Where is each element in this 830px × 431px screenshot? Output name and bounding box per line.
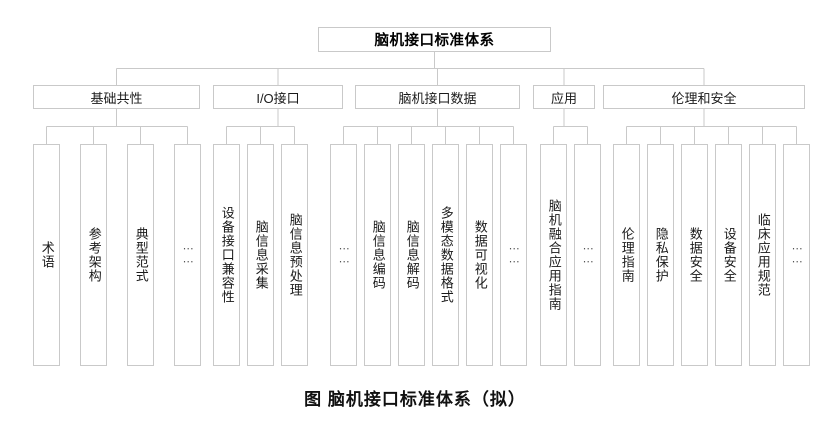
leaf-node-4-3-label: 设备安全	[721, 227, 737, 283]
leaf-node-1-0[interactable]: 设备接口兼容性	[213, 144, 240, 366]
leaf-node-0-2-label: 典型范式	[133, 227, 149, 283]
leaf-node-4-3[interactable]: 设备安全	[715, 144, 742, 366]
root-node[interactable]: 脑机接口标准体系	[318, 27, 551, 52]
leaf-node-2-3-label: 多模态数据格式	[438, 206, 454, 304]
leaf-node-0-1-label: 参考架构	[86, 227, 102, 283]
leaf-node-4-1[interactable]: 隐私保护	[647, 144, 674, 366]
leaf-node-3-0-label: 脑机融合应用指南	[546, 199, 562, 311]
leaf-node-1-1[interactable]: 脑信息采集	[247, 144, 274, 366]
leaf-node-4-1-label: 隐私保护	[653, 227, 669, 283]
leaf-node-4-2-label: 数据安全	[687, 227, 703, 283]
leaf-node-1-2[interactable]: 脑信息预处理	[281, 144, 308, 366]
branch-node-3[interactable]: 应用	[533, 85, 595, 109]
branch-node-1[interactable]: I/O接口	[213, 85, 343, 109]
branch-node-4-label: 伦理和安全	[671, 90, 737, 106]
leaf-node-2-3[interactable]: 多模态数据格式	[432, 144, 459, 366]
leaf-node-0-1[interactable]: 参考架构	[80, 144, 107, 366]
branch-node-4[interactable]: 伦理和安全	[603, 85, 805, 109]
leaf-node-4-5[interactable]: ⋯⋯	[783, 144, 810, 366]
branch-node-1-label: I/O接口	[256, 90, 300, 106]
leaf-node-0-2[interactable]: 典型范式	[127, 144, 154, 366]
leaf-node-3-1-label: ⋯⋯	[581, 242, 594, 268]
branch-node-3-label: 应用	[550, 90, 577, 106]
root-node-label: 脑机接口标准体系	[374, 33, 495, 49]
leaf-node-4-4[interactable]: 临床应用规范	[749, 144, 776, 366]
leaf-node-0-0-label: 术语	[39, 241, 55, 269]
leaf-node-2-0-label: ⋯⋯	[337, 242, 350, 268]
leaf-node-4-0-label: 伦理指南	[619, 227, 635, 283]
leaf-node-3-0[interactable]: 脑机融合应用指南	[540, 144, 567, 366]
leaf-node-2-5[interactable]: ⋯⋯	[500, 144, 527, 366]
leaf-node-1-0-label: 设备接口兼容性	[219, 206, 235, 304]
leaf-node-4-4-label: 临床应用规范	[755, 213, 771, 297]
leaf-node-0-3-label: ⋯⋯	[181, 242, 194, 268]
leaf-node-3-1[interactable]: ⋯⋯	[574, 144, 601, 366]
leaf-node-4-5-label: ⋯⋯	[790, 242, 803, 268]
leaf-node-4-0[interactable]: 伦理指南	[613, 144, 640, 366]
leaf-node-0-3[interactable]: ⋯⋯	[174, 144, 201, 366]
leaf-node-2-4-label: 数据可视化	[472, 220, 488, 290]
leaf-node-1-1-label: 脑信息采集	[253, 220, 269, 290]
branch-node-2[interactable]: 脑机接口数据	[355, 85, 520, 109]
figure-caption: 图 脑机接口标准体系（拟）	[304, 390, 526, 409]
branch-node-0-label: 基础共性	[90, 90, 143, 106]
leaf-node-2-5-label: ⋯⋯	[507, 242, 520, 268]
leaf-node-2-4[interactable]: 数据可视化	[466, 144, 493, 366]
leaf-node-2-1[interactable]: 脑信息编码	[364, 144, 391, 366]
leaf-node-2-1-label: 脑信息编码	[370, 220, 386, 290]
leaf-node-4-2[interactable]: 数据安全	[681, 144, 708, 366]
leaf-node-2-2[interactable]: 脑信息解码	[398, 144, 425, 366]
leaf-node-2-0[interactable]: ⋯⋯	[330, 144, 357, 366]
leaf-node-2-2-label: 脑信息解码	[404, 220, 420, 290]
branch-node-2-label: 脑机接口数据	[398, 90, 477, 106]
leaf-node-0-0[interactable]: 术语	[33, 144, 60, 366]
leaf-node-1-2-label: 脑信息预处理	[287, 213, 303, 297]
branch-node-0[interactable]: 基础共性	[33, 85, 200, 109]
